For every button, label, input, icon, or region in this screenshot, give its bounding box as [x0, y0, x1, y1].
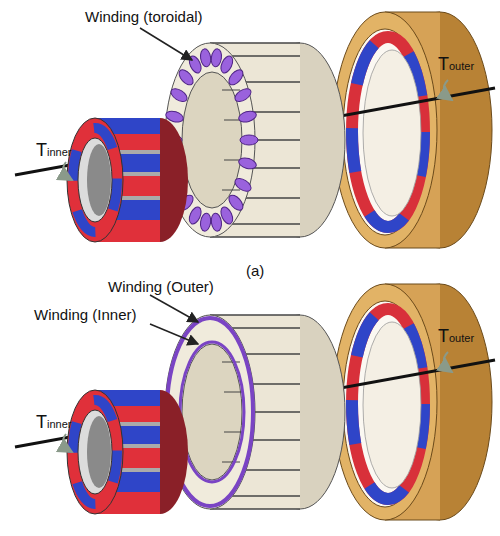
coil-symbol — [169, 86, 190, 104]
coil-symbol — [199, 213, 211, 232]
coil-symbol — [226, 67, 245, 87]
coil-symbol — [233, 176, 254, 194]
torque-label: Touter — [438, 326, 474, 348]
coil-symbol — [199, 48, 211, 67]
panel-b — [15, 284, 495, 520]
panel-label: (a) — [246, 262, 264, 280]
winding-label: Winding (Inner) — [34, 306, 137, 324]
coil-symbol — [219, 54, 236, 75]
torque-label: Touter — [438, 54, 474, 76]
torque-label: Tinner — [36, 140, 71, 162]
torque-label: Tinner — [36, 412, 71, 434]
coil-symbol — [233, 86, 254, 104]
coil-symbol — [237, 156, 257, 171]
winding-label: Winding (toroidal) — [85, 8, 203, 26]
coil-symbol — [237, 109, 257, 124]
coil-symbol — [210, 48, 222, 67]
coil-symbol — [187, 205, 204, 226]
panel-a — [15, 12, 495, 248]
coil-symbol — [240, 135, 258, 145]
coil-symbol — [210, 213, 222, 232]
winding-label: Winding (Outer) — [108, 278, 214, 296]
